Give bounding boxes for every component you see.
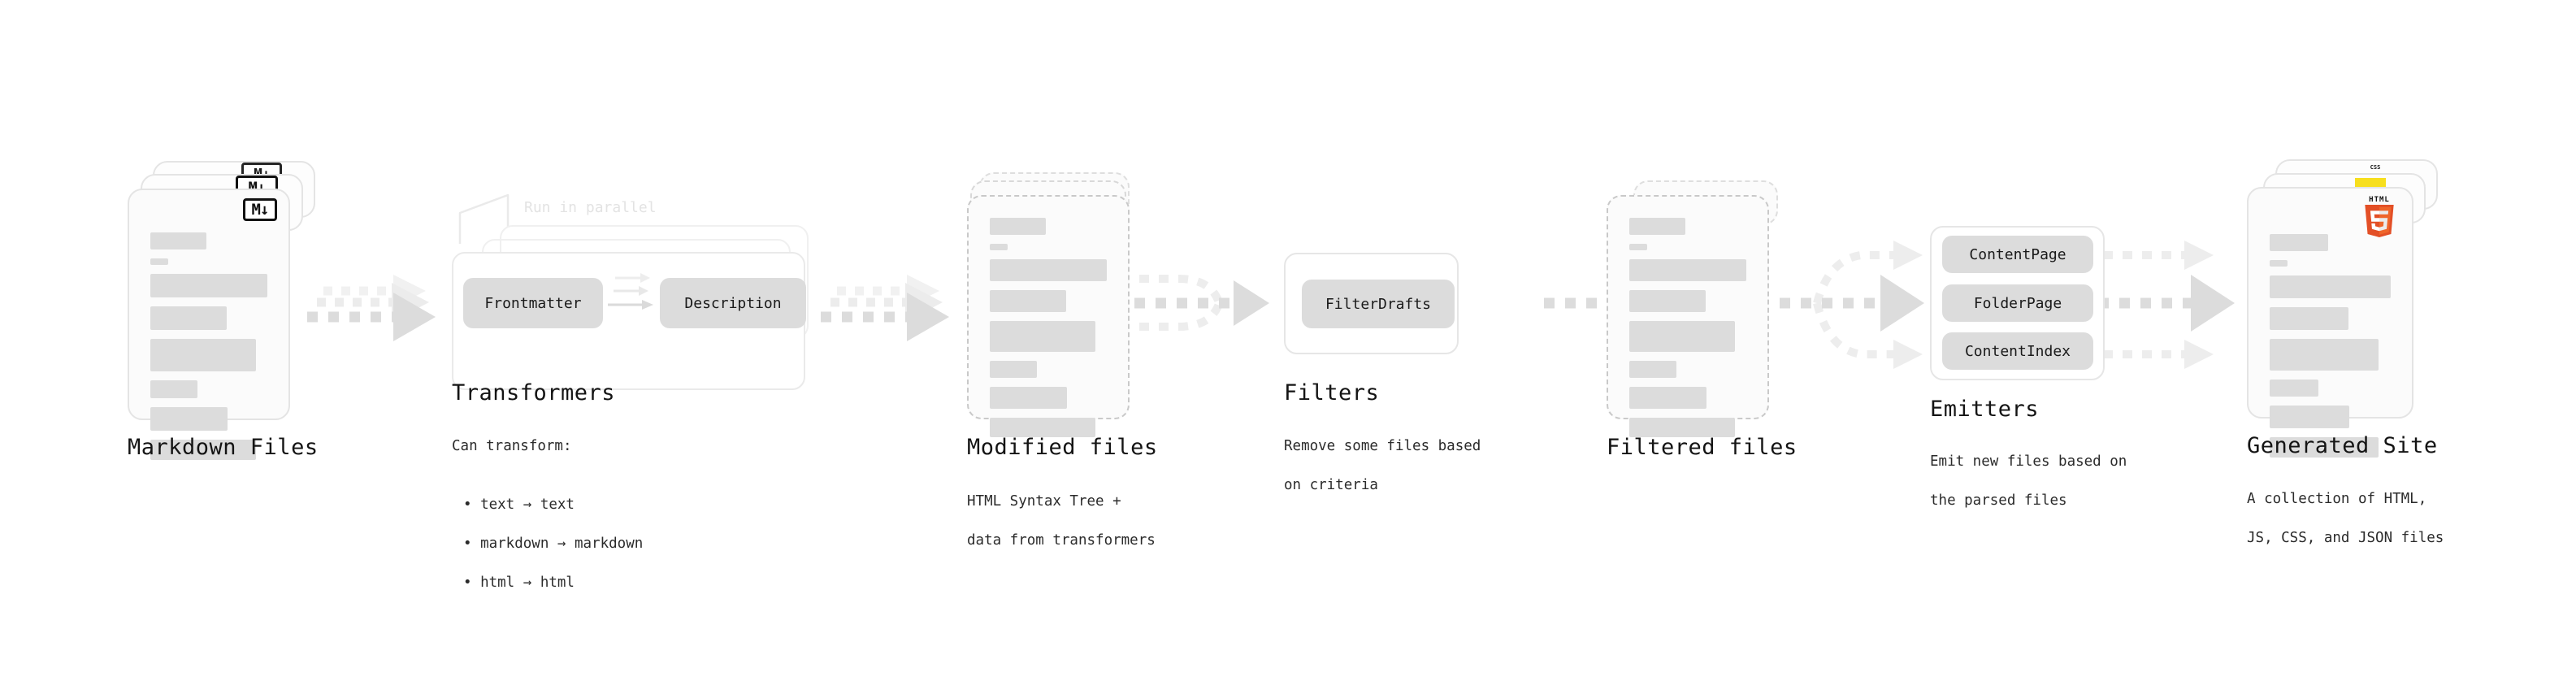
emitters-chip-contentpage: ContentPage [1942,236,2093,273]
css-badge-icon: CSS [2370,164,2381,171]
transformer-chip-frontmatter: Frontmatter [463,278,603,328]
content-bar [2270,339,2379,371]
arrow-markdown-to-transformers [307,275,436,341]
filters-chip-filterdrafts: FilterDrafts [1302,280,1455,328]
markdown-badge-icon: M↓ [243,198,277,221]
html5-logo-wordmark: HTML [2369,196,2390,204]
filtered-file-card-front [1607,195,1769,437]
filtered-file-content-bars [1629,218,1746,446]
content-bar [150,258,168,265]
content-bar [1629,218,1686,235]
transformers-bullet-0: • text → text [463,497,575,513]
emitters-subtitle-line1: Emit new files based on [1930,453,2127,470]
generated-site-subtitle-line1: A collection of HTML, [2247,491,2427,507]
content-bar [990,321,1095,352]
arrow-filtered-to-emitters [1780,241,1924,369]
markdown-file-card-front: M↓ [128,189,290,460]
content-bar [1629,290,1706,312]
markdown-files-title: Markdown Files [128,435,319,460]
emitters-chip-contentpage-label: ContentPage [1969,245,2066,263]
content-bar [1629,244,1647,250]
transformers-bullet-intro: Can transform: [452,438,572,454]
emitters-chip-contentindex: ContentIndex [1942,332,2093,370]
modified-file-content-bars [990,218,1107,446]
filtered-files-title: Filtered files [1607,435,1798,460]
modified-files-subtitle-line2: data from transformers [967,532,1156,549]
filters-subtitle-line2: on criteria [1284,477,1378,493]
transformer-chip-frontmatter-label: Frontmatter [484,294,582,312]
content-bar [1629,321,1735,352]
content-bar [2270,437,2379,458]
content-bar [2270,260,2288,267]
modified-files-title: Modified files [967,435,1158,460]
filters-title: Filters [1284,380,1380,406]
generated-site-subtitle: A collection of HTML, JS, CSS, and JSON … [2247,470,2444,567]
content-bar [1629,418,1735,437]
run-in-parallel-label: Run in parallel [524,199,657,216]
content-bar [150,407,228,431]
content-bar [1629,387,1707,409]
content-bar [2270,275,2391,298]
emitters-subtitle: Emit new files based on the parsed files [1930,432,2127,530]
generated-site-card-front: HTML [2247,187,2413,458]
transformers-title: Transformers [452,380,616,406]
content-bar [2270,380,2318,397]
emitters-chip-folderpage-label: FolderPage [1973,294,2062,312]
transformers-bullet-2: • html → html [463,575,575,591]
content-bar [990,259,1107,281]
transformer-chip-description-label: Description [684,294,782,312]
generated-site-title: Generated Site [2247,433,2438,458]
emitters-subtitle-line2: the parsed files [1930,492,2067,509]
content-bar [150,232,207,249]
modified-files-subtitle-line1: HTML Syntax Tree + [967,493,1121,510]
content-bar [150,306,227,330]
content-bar [990,290,1066,312]
content-bar [150,380,197,398]
emitters-chip-contentindex-label: ContentIndex [1964,342,2071,360]
content-bar [150,274,267,297]
filters-subtitle-line1: Remove some files based [1284,438,1481,454]
content-bar [1629,259,1746,281]
emitters-chip-folderpage: FolderPage [1942,284,2093,322]
transformers-subtitle: Can transform: • text → text • markdown … [452,417,643,631]
content-bar [990,361,1037,378]
content-bar [2270,307,2348,330]
filters-chip-label: FilterDrafts [1325,295,1432,313]
modified-file-card-front [967,195,1130,437]
modified-files-subtitle: HTML Syntax Tree + data from transformer… [967,472,1156,570]
content-bar [990,418,1095,437]
content-bar [1629,361,1676,378]
html5-shield-icon [2365,205,2394,237]
content-bar [2270,406,2350,428]
html5-logo-icon: HTML [2362,196,2396,237]
arrow-emitters-to-site [2098,241,2235,369]
markdown-file-content-bars [150,232,267,469]
emitters-title: Emitters [1930,397,2040,422]
content-bar [990,218,1047,235]
filters-subtitle: Remove some files based on criteria [1284,417,1481,514]
generated-site-content-bars [2270,234,2391,466]
content-bar [2270,234,2328,251]
content-bar [990,387,1068,409]
content-bar [990,244,1008,250]
arrow-transformers-to-modified [821,275,949,341]
transformers-bullet-1: • markdown → markdown [463,536,644,552]
content-bar [150,440,256,460]
transformer-chip-description: Description [660,278,806,328]
generated-site-subtitle-line2: JS, CSS, and JSON files [2247,530,2444,546]
content-bar [150,339,256,371]
arrow-modified-to-filters [1134,275,1269,331]
